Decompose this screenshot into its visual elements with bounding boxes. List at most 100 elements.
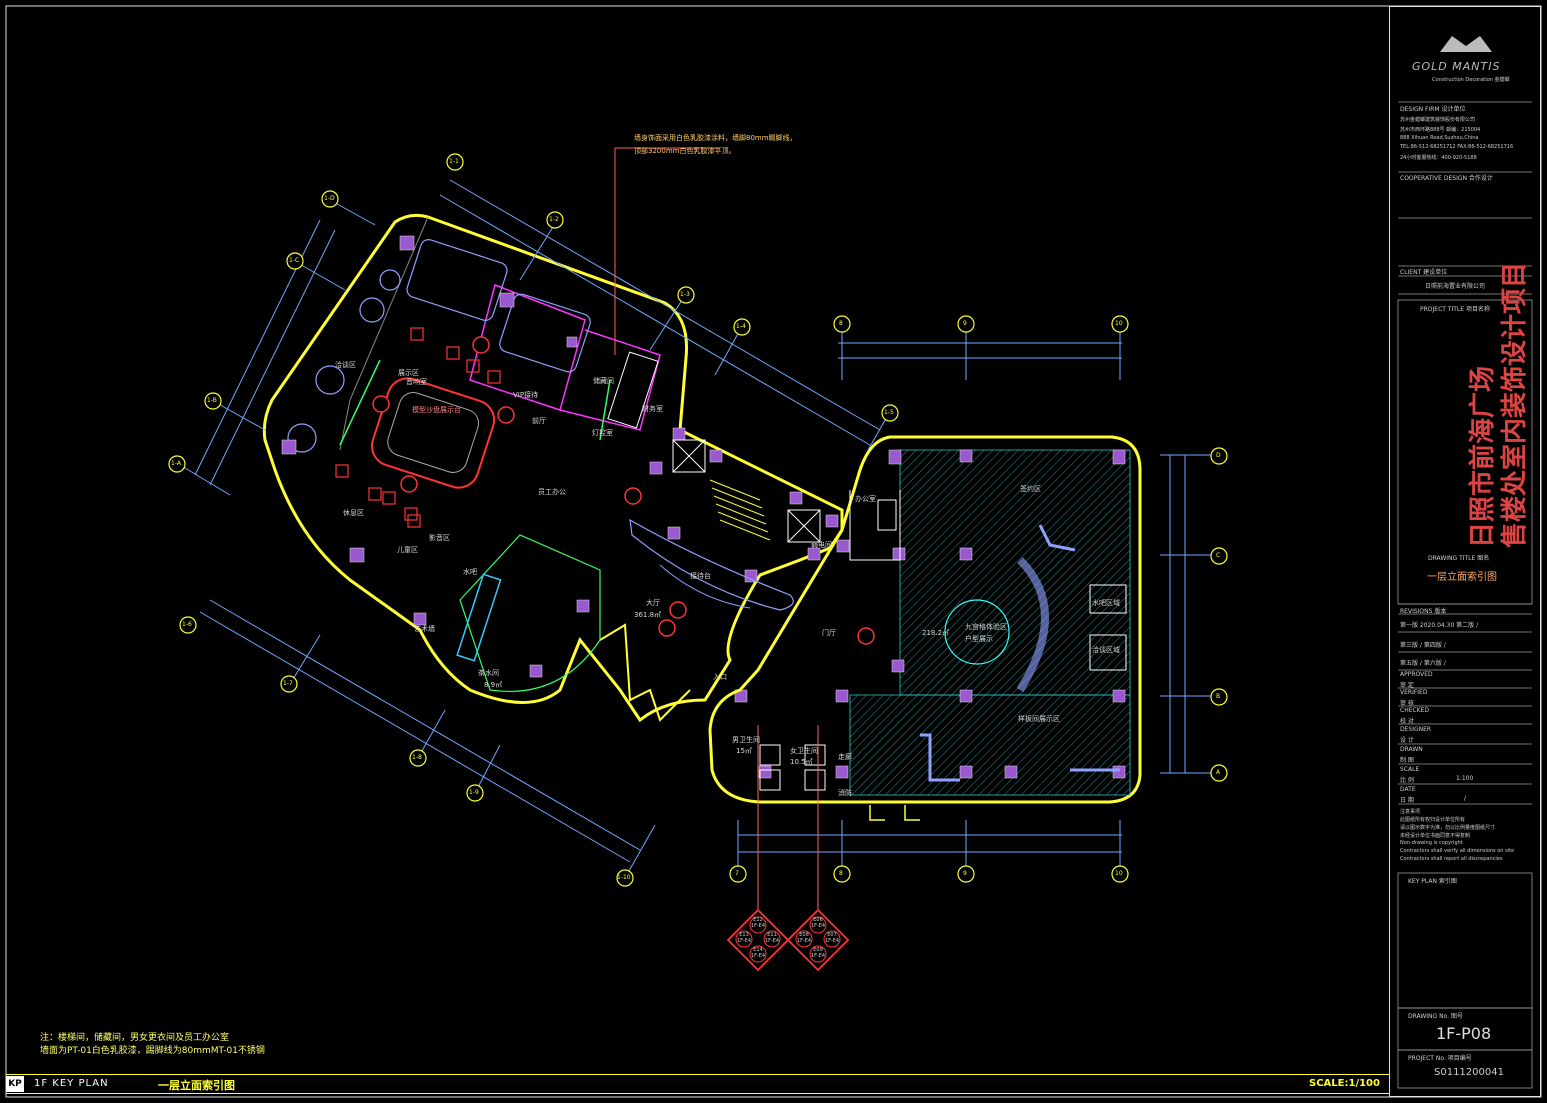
firm-line: 888 Xihuan Road,Suzhou,China	[1400, 135, 1479, 141]
index-markers	[372, 336, 875, 645]
grid-label: 1-5	[884, 409, 894, 416]
verified-cn: 审 核	[1400, 700, 1414, 707]
elevation-tag: E08 1F-E4	[796, 932, 812, 944]
room-label-signing: 签约区	[1020, 485, 1041, 493]
sand-table-inner	[387, 392, 480, 473]
index-marker	[472, 336, 490, 354]
reception-counter	[629, 518, 794, 611]
grid-bubble	[957, 865, 975, 883]
project-title-line2: 售楼处室内装饰设计项目	[1500, 261, 1530, 548]
elevation-tag: E09 1F-E4	[810, 947, 826, 959]
right-outer-wall	[708, 435, 1142, 804]
grid-bubble	[446, 153, 464, 171]
room-label-audio: 音响室	[406, 378, 427, 386]
grid-bubble	[1210, 688, 1228, 706]
grid-label: 1-9	[469, 789, 479, 796]
drawing-title-label: DRAWING TITLE 图名	[1428, 555, 1490, 562]
client-label: CLIENT 建设单位	[1400, 269, 1448, 276]
room-label-negotiation: 洽谈区	[335, 361, 356, 369]
drawing-title: 一层立面索引图	[1427, 572, 1497, 583]
note-line: 此图纸所有权归设计单位所有	[1400, 817, 1466, 823]
grid-bubble	[1111, 865, 1129, 883]
grid-label: 1-10	[617, 874, 631, 881]
grid-bubble	[179, 616, 197, 634]
grid-bubble	[677, 286, 695, 304]
company-logo-icon	[1440, 36, 1492, 52]
room-label-female-wc: 女卫生间	[790, 747, 818, 755]
room-label-office: 办公室	[855, 495, 876, 503]
elevation-tag: E13 1F-E4	[736, 932, 752, 944]
water-bar-counter	[456, 573, 502, 662]
grid-label: 1-8	[412, 754, 422, 761]
index-marker	[857, 627, 875, 645]
room-label-display: 展示区	[398, 369, 419, 377]
elevation-tag-cluster-1	[726, 908, 790, 972]
grid-bubble	[204, 392, 222, 410]
room-label-female-wc-area: 10.5㎡	[790, 758, 813, 766]
project-no-label: PROJECT No. 项目编号	[1408, 1055, 1472, 1062]
project-number: S0111200041	[1434, 1067, 1504, 1078]
rev-row: 第三版 / 第四版 /	[1400, 642, 1446, 649]
room-label-side-2: 洽谈区域	[1092, 646, 1120, 654]
index-marker	[669, 601, 687, 619]
drawing-border	[5, 5, 1542, 1098]
key-plan-title: KEY PLAN 索引图	[1408, 878, 1457, 885]
index-marker	[497, 406, 515, 424]
stairs	[709, 479, 771, 541]
grid-label: D	[1216, 452, 1221, 459]
scale-cn: 比 例	[1400, 777, 1414, 784]
drawing-number: 1F-P08	[1436, 1024, 1492, 1043]
room-label-weak: 弱电间	[811, 541, 832, 549]
room-label-corridor: 走廊	[838, 753, 852, 761]
rev-row: 第一版 2020.04.30 第二版 /	[1400, 622, 1479, 629]
grid-label: 1-7	[283, 680, 293, 687]
note-line: 注意事项	[1400, 809, 1421, 815]
bottom-cn-title: 一层立面索引图	[158, 1079, 235, 1092]
right-columns	[758, 449, 1126, 779]
logo-text: GOLD MANTIS	[1412, 60, 1501, 73]
revisions-label: REVISIONS 版本	[1400, 608, 1447, 615]
grid-label: 1-6	[182, 621, 192, 628]
room-label-fire: 消防	[838, 789, 852, 797]
room-label-sand-table: 模型沙盘展示台	[412, 406, 461, 414]
grid-label: 1-A	[171, 460, 181, 467]
bottom-bar: KP 1F KEY PLAN 一层立面索引图 SCALE:1/100	[6, 1074, 1389, 1094]
office-wall	[849, 490, 901, 561]
columns	[281, 235, 839, 703]
room-label-lobby: 大厅	[646, 599, 660, 607]
grid-bubble	[286, 252, 304, 270]
scale-value: 1:100	[1456, 775, 1474, 782]
grid-label: 10	[1115, 320, 1123, 327]
dimension-lines	[179, 179, 1212, 879]
room-label-pantry-area: 8.9㎡	[484, 681, 503, 689]
firm-line: 苏州市西环路888号 邮编：215004	[1400, 127, 1481, 133]
grid-label: 10	[1115, 870, 1123, 877]
header-note: 墙身饰面采用白色乳胶漆涂料，墙脚80mm踢脚线， 顶部3200mm白色乳胶漆平顶…	[634, 134, 797, 155]
project-title: 日照市前海广场 售楼处室内装饰设计项目	[1420, 261, 1530, 548]
grid-bubble	[409, 749, 427, 767]
grid-bubble	[881, 404, 899, 422]
drawn-cn: 制 图	[1400, 757, 1414, 764]
note-line: 请以图示数字为准，勿以比例量度图纸尺寸	[1400, 825, 1496, 831]
experience-hatch	[899, 449, 1131, 696]
grid-bubble	[1210, 764, 1228, 782]
grid-bubble	[466, 784, 484, 802]
sample-hatch	[849, 694, 1131, 796]
grid-label: 8	[839, 320, 843, 327]
elevation-tag: E14 1F-E4	[750, 947, 766, 959]
grid-label: 9	[963, 870, 967, 877]
grid-bubble	[1111, 315, 1129, 333]
grid-label: 1-B	[207, 397, 217, 404]
right-block	[708, 435, 1142, 821]
grid-label: A	[1216, 769, 1221, 776]
left-wing-outer-wall	[262, 213, 844, 723]
project-title-box	[1397, 299, 1533, 605]
note-line: Contractors shall report all discrepanci…	[1400, 856, 1503, 862]
grid-label: 1-D	[324, 195, 335, 202]
room-label-male-wc: 男卫生间	[732, 736, 760, 744]
room-label-experience: 九宫格体验区	[965, 623, 1007, 631]
bottom-note: 注：楼梯间，储藏间，男女更衣间及员工办公室 墙面为PT-01白色乳胶漆，踢脚线为…	[40, 1033, 265, 1056]
grid-label: 1-C	[289, 257, 300, 264]
sofa-group	[287, 239, 591, 453]
verified-label: VERIFIED	[1400, 689, 1428, 696]
